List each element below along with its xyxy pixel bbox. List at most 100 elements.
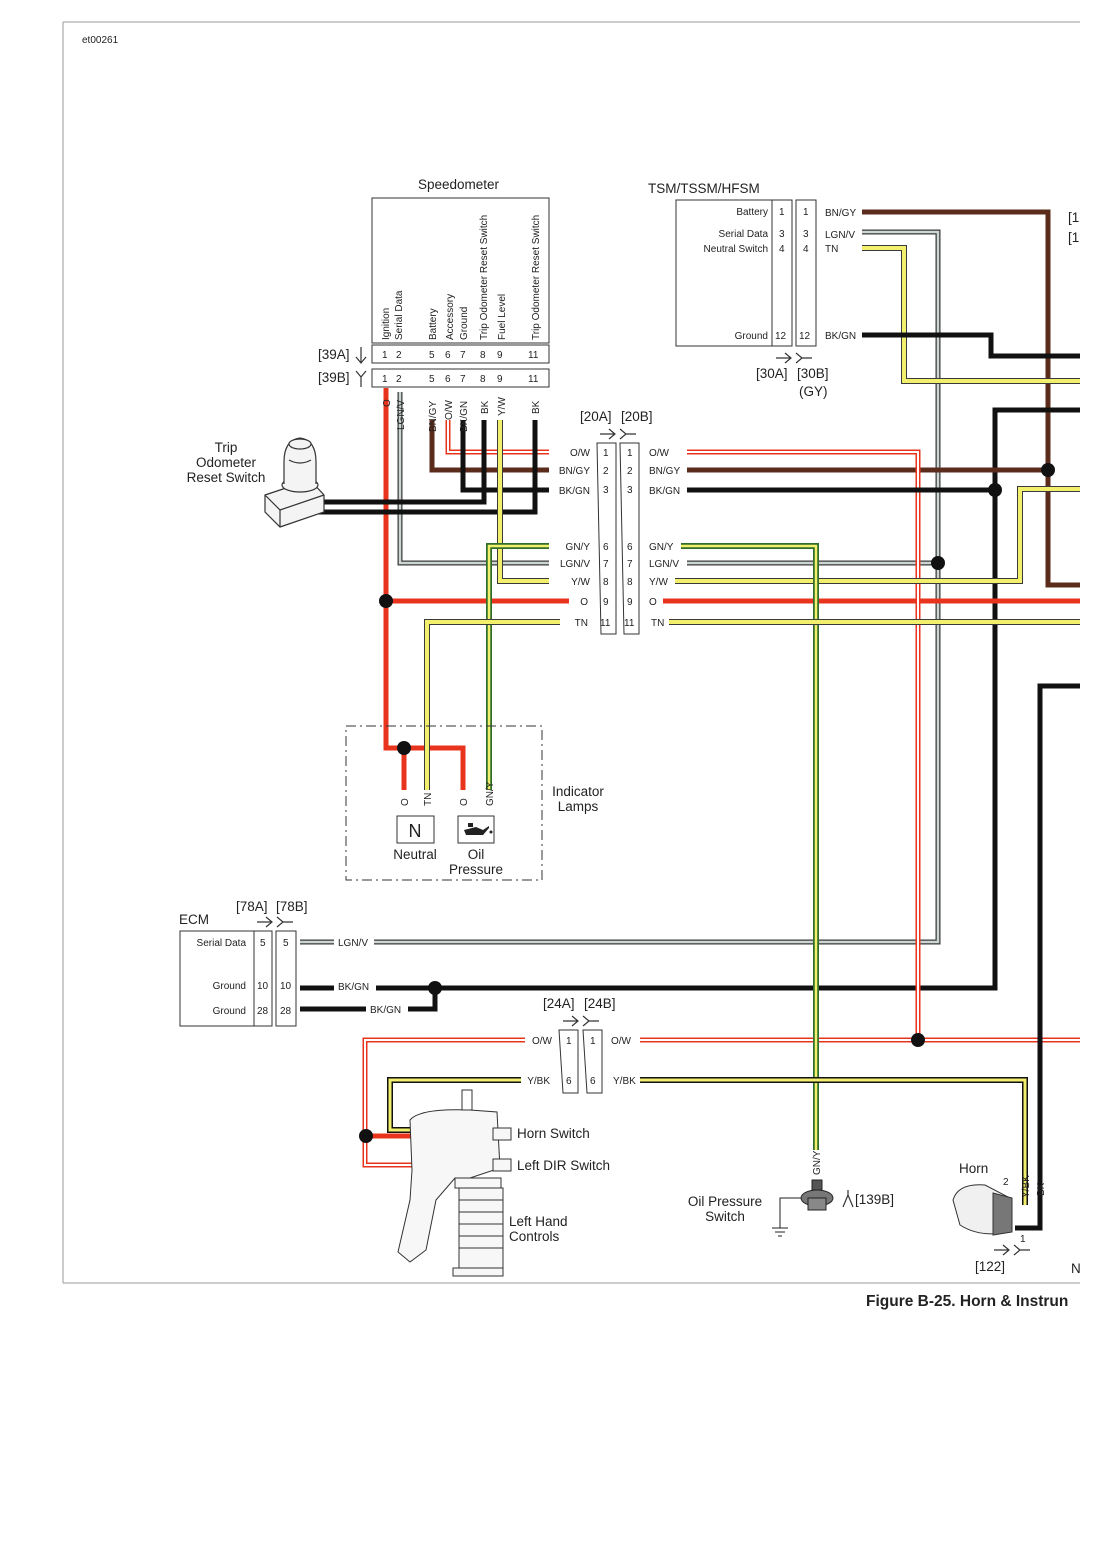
wire-label: BK/GN <box>649 486 680 497</box>
connector-20: [20A] [20B] 1 2 3 6 7 8 9 11 1 2 3 6 7 8… <box>549 409 687 635</box>
pin-number: 8 <box>627 577 633 588</box>
speedo-pins-a: 1 2 5 6 7 8 9 11 <box>382 350 539 361</box>
pin-number: 3 <box>803 229 809 240</box>
wire-label: O/W <box>611 1036 632 1047</box>
indicator-title: Lamps <box>558 799 599 814</box>
pin-number: 1 <box>603 448 609 459</box>
left-hand-controls-label: Controls <box>509 1229 560 1244</box>
pin-number: 11 <box>528 374 539 385</box>
connector-78a-label: [78A] <box>236 899 268 914</box>
pressure-sensor-icon <box>772 1179 834 1237</box>
speedo-function-label: Trip Odometer Reset Switch <box>531 215 542 340</box>
pin-number: 1 <box>779 207 785 218</box>
wire-label: GN/Y <box>649 542 674 553</box>
pin-number: 7 <box>460 374 466 385</box>
wire-label: O/W <box>570 448 591 459</box>
neutral-lamp-symbol: N <box>409 821 422 841</box>
wire-label: Y/W <box>497 397 508 416</box>
pin-number: 3 <box>779 229 785 240</box>
pin-number: 1 <box>627 448 633 459</box>
connector-30a-label: [30A] <box>756 366 788 381</box>
pin-number: 3 <box>603 485 609 496</box>
tsm-pin-label: Battery <box>736 207 768 218</box>
oil-can-icon <box>464 823 493 835</box>
wire-label: BN/GY <box>825 208 856 219</box>
pin-number: 6 <box>566 1076 572 1087</box>
pin-number: 12 <box>775 331 787 342</box>
wire-label: Y/W <box>571 577 590 588</box>
ecm-title: ECM <box>179 912 209 927</box>
connector-24b-label: [24B] <box>584 996 616 1011</box>
speedo-function-label: Battery <box>428 308 439 340</box>
pin-number: 10 <box>257 981 269 992</box>
connector-arrow-icon <box>257 916 293 928</box>
wire-label: Y/W <box>649 577 668 588</box>
horn-pin: 2 <box>1003 1177 1009 1188</box>
trip-switch-label: Odometer <box>196 455 257 470</box>
wire-label: BK/GN <box>825 331 856 342</box>
wire-label: TN <box>575 618 588 629</box>
pin-number: 11 <box>528 350 539 361</box>
pin-number: 9 <box>497 350 503 361</box>
left-hand-controls-label: Left Hand <box>509 1214 568 1229</box>
speedo-function-label: Serial Data <box>394 290 405 340</box>
horn-icon <box>952 1184 1013 1236</box>
connector-24: [24A] [24B] 1 6 1 6 O/W Y/BK O/W Y/BK <box>521 996 640 1094</box>
speedometer-title: Speedometer <box>418 177 500 192</box>
neutral-label: Neutral <box>393 847 437 862</box>
handlebar-switch-icon <box>397 1089 512 1277</box>
connector-20b-label: [20B] <box>621 409 653 424</box>
pin-number: 1 <box>803 207 809 218</box>
pin-number: 3 <box>627 485 633 496</box>
connector-arrow-icon <box>842 1190 854 1208</box>
oil-switch-label: Oil Pressure <box>688 1194 762 1209</box>
pin-number: 4 <box>803 244 809 255</box>
connector-30-color: (GY) <box>799 384 828 399</box>
pin-number: 6 <box>445 350 451 361</box>
pin-number: 6 <box>627 542 633 553</box>
wire-label: GN/Y <box>485 781 496 806</box>
connector-20-right-labels: O/W BN/GY BK/GN GN/Y LGN/V Y/W O TN <box>643 446 687 629</box>
wire-label: O <box>382 399 393 407</box>
pin-number: 6 <box>445 374 451 385</box>
oil-pressure-label: Pressure <box>449 862 503 877</box>
ecm-pin-label: Serial Data <box>197 938 247 949</box>
trip-switch-label: Trip <box>215 440 238 455</box>
trip-odometer-reset-switch: Trip Odometer Reset Switch <box>187 437 325 528</box>
pin-number: 2 <box>603 466 609 477</box>
connector-78b-label: [78B] <box>276 899 308 914</box>
wires <box>300 209 1080 1231</box>
speedometer: Speedometer Ignition Serial Data Battery… <box>318 177 550 432</box>
pin-number: 7 <box>627 559 633 570</box>
wire-label: LGN/V <box>396 400 407 430</box>
pin-number: 2 <box>396 350 402 361</box>
pin-number: 5 <box>429 374 435 385</box>
left-dir-switch-label: Left DIR Switch <box>517 1158 610 1173</box>
pin-number: 11 <box>600 618 611 629</box>
speedo-function-label: Trip Odometer Reset Switch <box>479 215 490 340</box>
pin-number: 7 <box>460 350 466 361</box>
tsm-pin-label: Serial Data <box>719 229 769 240</box>
pin-number: 1 <box>566 1036 572 1047</box>
wire-label: BK/GN <box>338 982 369 993</box>
wire-label: GN/Y <box>566 542 591 553</box>
wire-label: BN/GY <box>649 466 680 477</box>
speedo-function-label: Fuel Level <box>497 294 508 340</box>
connector-20a-label: [20A] <box>580 409 612 424</box>
indicator-lamps: Indicator Lamps O TN O GN/Y N Neutral Oi… <box>345 725 604 881</box>
pin-number: 2 <box>627 466 633 477</box>
ecm-pin-label: Ground <box>213 981 246 992</box>
wire-label: LGN/V <box>825 230 855 241</box>
pin-number: 11 <box>624 618 635 629</box>
connector-arrow-icon <box>355 347 367 387</box>
ecm-module: ECM [78A] [78B] Serial Data Ground Groun… <box>179 899 408 1027</box>
wire-label: LGN/V <box>649 559 679 570</box>
oil-pressure-label: Oil <box>468 847 485 862</box>
figure-caption: Figure B-25. Horn & Instrun <box>866 1293 1069 1310</box>
pin-number: 1 <box>590 1036 596 1047</box>
wire-label: O <box>580 597 588 608</box>
pin-number: 10 <box>280 981 292 992</box>
connector-arrow-icon <box>600 428 636 440</box>
wire-label: O/W <box>532 1036 553 1047</box>
speedo-function-label: Accessory <box>445 294 456 340</box>
